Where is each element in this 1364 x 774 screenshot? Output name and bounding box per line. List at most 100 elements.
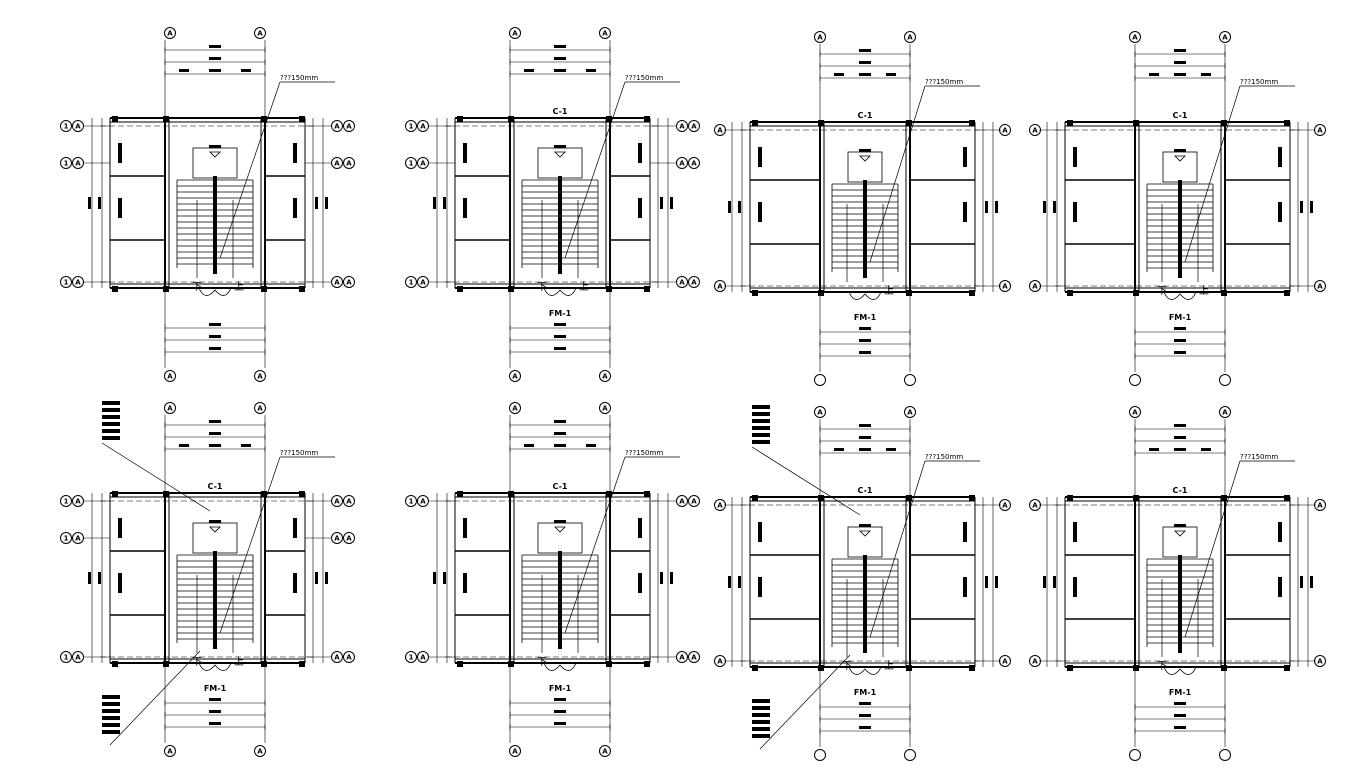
window-tag: C-1 bbox=[858, 486, 873, 495]
dim-text-block bbox=[1174, 327, 1186, 330]
dim-text-block bbox=[1174, 424, 1186, 427]
wall-mark bbox=[1073, 577, 1077, 597]
note-leader bbox=[219, 81, 281, 259]
elevation-text-block bbox=[752, 720, 770, 724]
grid-bubble-circle bbox=[405, 157, 417, 169]
elevation-text-block bbox=[752, 426, 770, 430]
door-tag: FM-1 bbox=[549, 309, 572, 318]
wall-mark bbox=[118, 198, 122, 218]
window-tag: C-1 bbox=[1173, 111, 1188, 120]
up-label: 上 bbox=[884, 660, 894, 672]
dim-text-block bbox=[554, 45, 566, 48]
dim-text-block bbox=[1053, 201, 1056, 213]
dim-text-block bbox=[859, 351, 871, 354]
grid-bubble-bottom bbox=[1219, 749, 1231, 761]
door-tag: FM-1 bbox=[854, 688, 877, 697]
elevation-text-block bbox=[102, 401, 120, 405]
elevation-text-block bbox=[752, 699, 770, 703]
grid-bubble-text: A bbox=[75, 160, 81, 168]
door-swing bbox=[198, 662, 232, 671]
grid-bubble-circle bbox=[599, 370, 611, 382]
dim-text-block bbox=[670, 197, 673, 209]
grid-bubble-circle bbox=[72, 495, 84, 507]
column-mark bbox=[261, 491, 267, 497]
grid-bubble-text: A bbox=[420, 279, 426, 287]
column-mark bbox=[969, 120, 975, 126]
grid-bubble-circle bbox=[1129, 749, 1141, 761]
grid-bubble-circle bbox=[343, 276, 355, 288]
grid-bubble-circle bbox=[72, 157, 84, 169]
grid-bubble-text: A bbox=[257, 748, 263, 756]
grid-bubble-top: A bbox=[1129, 31, 1141, 43]
column-mark bbox=[112, 116, 118, 122]
up-label: 上 bbox=[884, 285, 894, 297]
grid-bubble-circle bbox=[60, 157, 72, 169]
grid-bubble-top: A bbox=[904, 406, 916, 418]
grid-bubble-top: A bbox=[814, 31, 826, 43]
wall-mark bbox=[463, 143, 467, 163]
window-tag: C-1 bbox=[208, 482, 223, 491]
grid-bubble-text: A bbox=[420, 498, 426, 506]
grid-bubble-circle bbox=[405, 651, 417, 663]
grid-bubble-text: A bbox=[679, 160, 685, 168]
door-tag: FM-1 bbox=[1169, 313, 1192, 322]
column-mark bbox=[606, 286, 612, 292]
grid-bubble-circle bbox=[676, 157, 688, 169]
wall-mark bbox=[118, 143, 122, 163]
note-text: ???150mm bbox=[1240, 453, 1278, 461]
elevation-leader bbox=[109, 650, 201, 746]
dim-text-block bbox=[1174, 351, 1186, 354]
grid-bubble-circle bbox=[72, 120, 84, 132]
dim-text-block bbox=[985, 201, 988, 213]
column-mark bbox=[163, 491, 169, 497]
wall-mark bbox=[293, 198, 297, 218]
dim-text-block bbox=[209, 323, 221, 326]
grid-bubble-circle bbox=[60, 651, 72, 663]
grid-bubble-text: A bbox=[717, 658, 723, 666]
dim-text-block bbox=[554, 722, 566, 725]
column-mark bbox=[1221, 665, 1227, 671]
column-mark bbox=[299, 491, 305, 497]
grid-bubble-circle bbox=[1219, 406, 1231, 418]
note-leader bbox=[869, 85, 926, 263]
elevation-leader bbox=[101, 442, 211, 512]
grid-bubble-text: A bbox=[334, 279, 340, 287]
column-mark bbox=[906, 120, 912, 126]
dim-text-block bbox=[1300, 201, 1303, 213]
column-mark bbox=[1067, 665, 1073, 671]
grid-bubble-top: A bbox=[164, 402, 176, 414]
grid-bubble-circle bbox=[164, 370, 176, 382]
grid-bubble-text: A bbox=[1032, 658, 1038, 666]
dim-text-block bbox=[554, 710, 566, 713]
column-mark bbox=[906, 495, 912, 501]
column-mark bbox=[1284, 120, 1290, 126]
grid-bubble-right: A bbox=[999, 124, 1011, 136]
elevation-text-block bbox=[752, 734, 770, 738]
grid-bubble-circle bbox=[688, 120, 700, 132]
grid-bubble-text: 1 bbox=[409, 654, 414, 662]
down-label: 下 bbox=[1157, 661, 1167, 672]
dim-text-block bbox=[1149, 73, 1159, 76]
door-swing bbox=[198, 287, 232, 296]
dim-text-block bbox=[1043, 576, 1046, 588]
dim-text-block bbox=[586, 69, 596, 72]
elevation-text-block bbox=[102, 422, 120, 426]
grid-bubble-top: A bbox=[814, 406, 826, 418]
column-mark bbox=[644, 491, 650, 497]
dim-text-block bbox=[443, 572, 446, 584]
grid-bubble-text: 1 bbox=[64, 123, 69, 131]
grid-bubble-top: A bbox=[1219, 31, 1231, 43]
column-mark bbox=[299, 116, 305, 122]
grid-bubble-text: A bbox=[512, 30, 518, 38]
wall-mark bbox=[963, 577, 967, 597]
grid-bubble-left: A bbox=[714, 655, 726, 667]
column-mark bbox=[1067, 495, 1073, 501]
column-mark bbox=[818, 665, 824, 671]
note-text: ???150mm bbox=[925, 453, 963, 461]
grid-bubble-text: A bbox=[907, 409, 913, 417]
